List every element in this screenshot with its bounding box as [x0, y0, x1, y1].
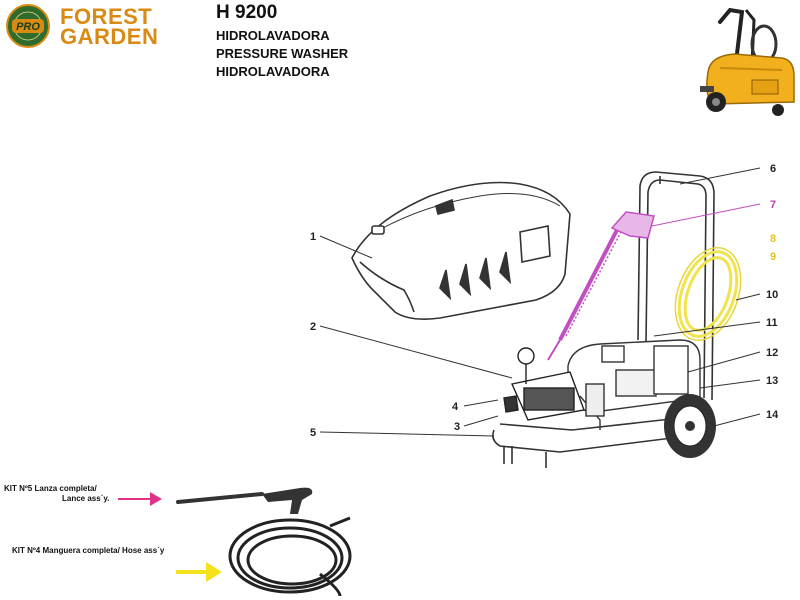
lance-kit-line2: Lance ass´y. — [62, 494, 110, 503]
logo-badge-icon: PRO — [6, 4, 50, 48]
leader-lines — [319, 167, 761, 437]
callout-11: 11 — [766, 317, 778, 329]
callout-3: 3 — [454, 421, 460, 433]
cover-part — [351, 181, 571, 320]
callout-9: 9 — [770, 251, 776, 263]
subtitle-1: HIDROLAVADORA — [216, 28, 330, 43]
brand-logo: PRO FOREST GARDEN — [4, 4, 196, 49]
callout-5: 5 — [310, 427, 316, 439]
callout-7: 7 — [770, 199, 776, 211]
lance-part — [547, 211, 655, 361]
callout-8: 8 — [770, 233, 776, 245]
pink-arrow-icon — [118, 492, 162, 506]
hose-kit-label: KIT Nº4 Manguera completa/ Hose ass´y — [12, 546, 165, 555]
subtitle-2: PRESSURE WASHER — [216, 46, 349, 61]
lance-kit-illustration — [118, 487, 313, 514]
hose-coil-part — [674, 246, 742, 342]
callout-6: 6 — [770, 163, 776, 175]
callout-2: 2 — [310, 321, 316, 333]
lance-kit-label: KIT Nº5 Lanza completa/ Lance ass´y. — [4, 484, 109, 504]
callout-10: 10 — [766, 289, 778, 301]
logo-badge-text: PRO — [16, 21, 40, 33]
callout-14: 14 — [766, 409, 779, 421]
base-frame-part — [492, 417, 681, 468]
logo-text-forest: FOREST — [60, 4, 153, 29]
frame-handle-part — [637, 171, 715, 401]
model-title: H 9200 — [216, 2, 278, 23]
wheel-part — [664, 394, 716, 458]
subtitle-3: HIDROLAVADORA — [216, 64, 330, 79]
lance-kit-line1: KIT Nº5 Lanza completa/ — [4, 484, 97, 493]
logo-text-garden: GARDEN — [60, 24, 159, 49]
callout-13: 13 — [766, 375, 778, 387]
hose-kit-illustration — [176, 516, 352, 597]
pump-part — [503, 347, 585, 421]
motor-body-part — [567, 339, 701, 430]
callout-12: 12 — [766, 347, 778, 359]
callout-4: 4 — [452, 401, 459, 413]
machine-thumbnail — [700, 7, 795, 116]
yellow-arrow-icon — [176, 562, 222, 582]
callout-1: 1 — [310, 231, 316, 243]
